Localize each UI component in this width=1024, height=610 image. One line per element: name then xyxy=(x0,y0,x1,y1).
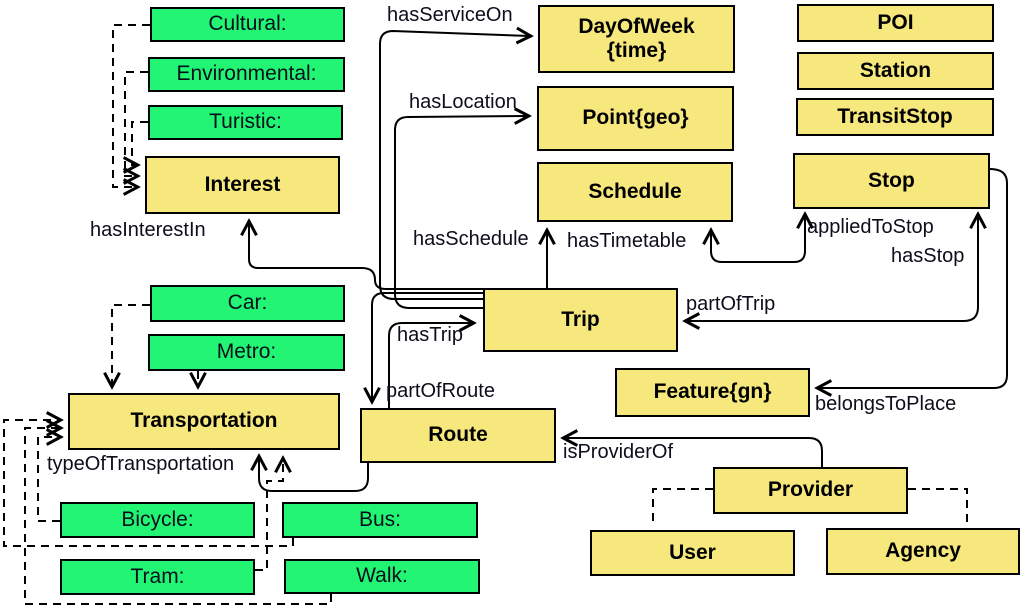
node-interest: Interest xyxy=(145,156,340,214)
edge-label-hasStop: hasStop xyxy=(891,245,965,267)
node-station: Station xyxy=(797,52,994,90)
node-agency: Agency xyxy=(826,528,1020,575)
edge-label-appliedToStop: appliedToStop xyxy=(807,216,934,238)
edge-belongsToPlace xyxy=(818,168,1008,388)
dashed-car-transportation xyxy=(112,304,150,386)
node-route: Route xyxy=(360,408,556,463)
node-metro: Metro: xyxy=(148,334,345,371)
dashed-provider-user xyxy=(652,488,713,527)
dashed-cultural-interest xyxy=(112,24,150,187)
edge-hasServiceOn xyxy=(379,31,530,300)
dashed-tram-transportation xyxy=(255,459,283,571)
edge-label-hasLocation: hasLocation xyxy=(409,91,517,113)
edge-label-belongsToPlace: belongsToPlace xyxy=(815,393,957,415)
node-transportation: Transportation xyxy=(68,393,340,450)
node-transitstop: TransitStop xyxy=(796,98,994,136)
edge-partOfTrip-hasStop xyxy=(686,215,978,321)
edge-typeOfTransportation xyxy=(259,457,369,492)
node-feature: Feature{gn} xyxy=(615,368,810,417)
dashed-walk-transportation xyxy=(24,428,332,605)
dashed-provider-agency xyxy=(908,488,968,525)
node-walk: Walk: xyxy=(284,559,480,594)
edge-partOfRoute xyxy=(372,292,483,401)
edge-label-hasSchedule: hasSchedule xyxy=(413,228,529,250)
edge-label-hasInterestIn: hasInterestIn xyxy=(90,219,206,241)
node-user: User xyxy=(590,530,795,576)
edge-label-isProviderOf: isProviderOf xyxy=(563,441,674,463)
node-bicycle: Bicycle: xyxy=(60,502,255,538)
dashed-turistic-interest xyxy=(132,121,148,165)
edge-hasTimetable-appliedToStop xyxy=(711,215,805,263)
edge-label-partOfRoute: partOfRoute xyxy=(386,380,495,402)
node-provider: Provider xyxy=(713,467,908,514)
edge-label-partOfTrip: partOfTrip xyxy=(686,293,776,315)
edge-hasInterestIn xyxy=(249,222,483,290)
dashed-bus-transportation xyxy=(3,420,294,547)
edge-label-hasTrip: hasTrip xyxy=(397,324,463,346)
dashed-bicycle-transportation xyxy=(37,437,60,522)
node-environmental: Environmental: xyxy=(148,57,345,92)
node-cultural: Cultural: xyxy=(150,7,345,42)
node-point: Point{geo} xyxy=(537,86,734,151)
node-dayofweek: DayOfWeek {time} xyxy=(538,5,735,73)
edge-isProviderOf xyxy=(564,438,823,467)
node-turistic: Turistic: xyxy=(148,105,343,140)
node-tram: Tram: xyxy=(60,559,255,595)
node-poi: POI xyxy=(797,4,994,42)
node-bus: Bus: xyxy=(282,502,478,538)
node-stop: Stop xyxy=(793,153,990,209)
edge-label-typeOfTransportation: typeOfTransportation xyxy=(47,453,235,475)
node-trip: Trip xyxy=(483,288,678,352)
node-car: Car: xyxy=(150,285,345,322)
edge-label-hasTimetable: hasTimetable xyxy=(567,230,687,252)
edge-label-hasServiceOn: hasServiceOn xyxy=(387,4,513,26)
edge-hasTrip xyxy=(388,323,473,408)
node-schedule: Schedule xyxy=(537,162,733,222)
dashed-environmental-interest xyxy=(125,71,148,176)
edge-hasLocation xyxy=(394,116,528,309)
